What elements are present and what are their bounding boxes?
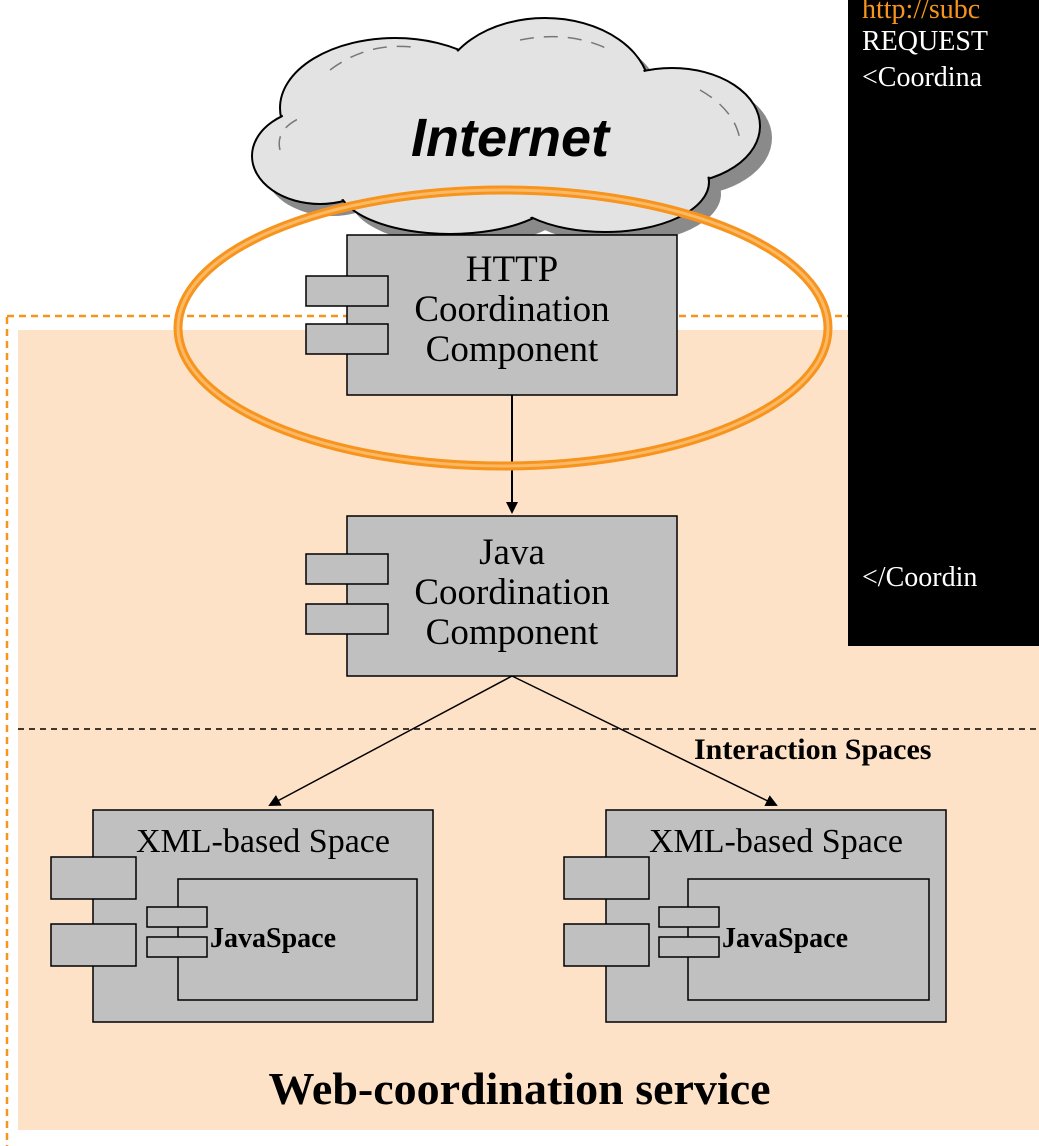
left-inner-box xyxy=(177,878,418,1001)
right-space-title: XML-based Space xyxy=(649,823,903,860)
http-label-line-1: HTTP xyxy=(465,249,559,290)
java-label-line-2: Coordination xyxy=(414,572,610,613)
left-space-port-1 xyxy=(50,856,137,900)
http-component-port-1 xyxy=(305,275,389,307)
service-label: Web-coordination service xyxy=(268,1063,771,1114)
internet-label: Internet xyxy=(410,108,610,168)
http-component-port-2 xyxy=(305,323,389,355)
java-label-line-3: Component xyxy=(425,612,599,653)
left-javaspace-label: JavaSpace xyxy=(210,923,336,954)
right-inner-box xyxy=(687,878,930,1001)
java-component-box xyxy=(346,515,678,677)
code-line-open-tag: <Coordina xyxy=(862,62,982,93)
right-inner-port-2 xyxy=(658,936,720,958)
http-label-line-3: Component xyxy=(425,329,599,370)
highlight-ring-inner xyxy=(176,188,830,468)
left-inner-port-2 xyxy=(146,936,208,958)
code-line-request: REQUEST xyxy=(862,26,988,57)
java-component-label: Java Coordination Component xyxy=(395,533,629,653)
left-inner-port-1 xyxy=(146,906,208,928)
left-space-title: XML-based Space xyxy=(136,823,390,860)
left-space-port-2 xyxy=(50,923,137,967)
java-component-port-1 xyxy=(305,553,389,585)
java-component-port-2 xyxy=(305,603,389,635)
http-component-box xyxy=(346,234,678,396)
interaction-spaces-label: Interaction Spaces xyxy=(694,733,932,766)
code-line-url[interactable]: http://subc xyxy=(862,0,981,25)
right-javaspace-label: JavaSpace xyxy=(722,923,848,954)
cloud-fill xyxy=(254,20,758,232)
code-panel: http://subc REQUEST <Coordina </Coordin xyxy=(848,0,1039,646)
http-component-label: HTTP Coordination Component xyxy=(395,250,629,370)
right-space-port-2 xyxy=(563,923,650,967)
arrow-java-to-left-space xyxy=(268,675,513,806)
right-space-port-1 xyxy=(563,856,650,900)
arrow-java-to-right-space xyxy=(511,675,778,807)
code-line-close-tag: </Coordin xyxy=(862,562,978,593)
right-inner-port-1 xyxy=(658,906,720,928)
cloud-texture xyxy=(278,35,741,151)
http-label-line-2: Coordination xyxy=(414,289,610,330)
java-label-line-1: Java xyxy=(479,532,545,573)
